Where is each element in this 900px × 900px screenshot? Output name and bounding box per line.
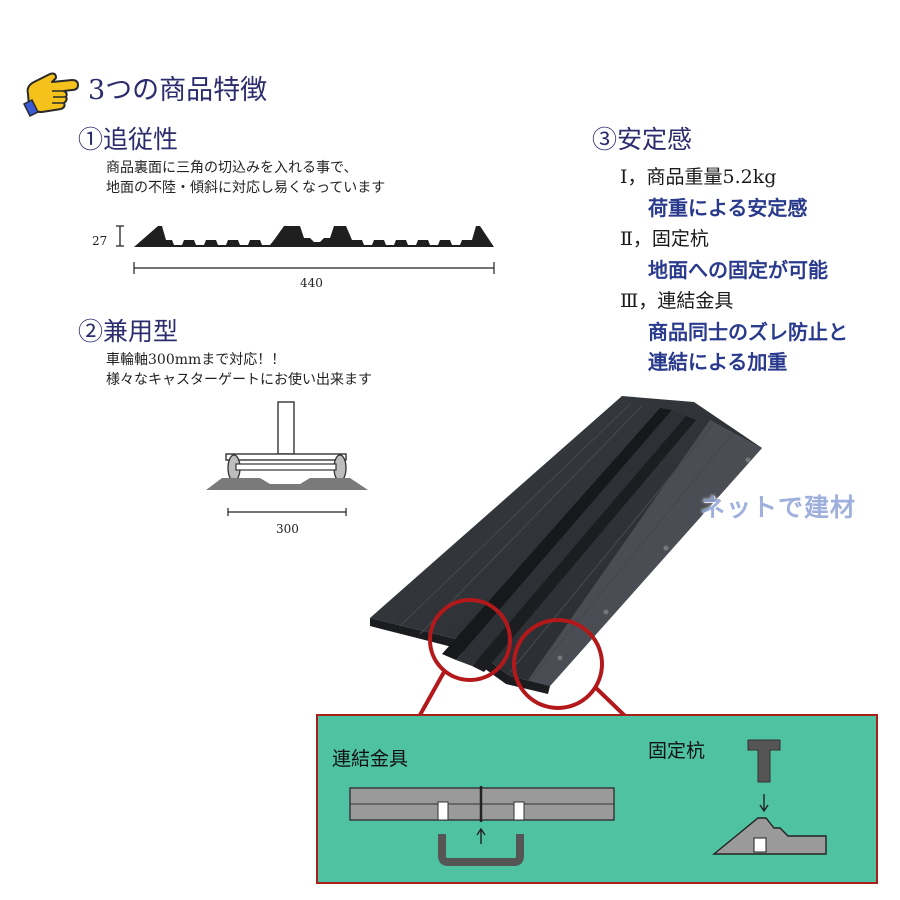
- feature3-item-1-sub: 荷重による安定感: [648, 196, 808, 220]
- feature2-heading: ②兼用型: [78, 317, 179, 346]
- stake-diagram: [712, 739, 827, 855]
- feature2-line-2: 様々なキャスターゲートにお使い出来ます: [106, 372, 372, 388]
- width-dimension-label: 440: [300, 276, 323, 290]
- feature3-item-3-sub-2: 連結による加重: [648, 350, 788, 374]
- feature3-item-3-sub-1: 商品同士のズレ防止と: [648, 320, 848, 344]
- height-dimension-label: 27: [92, 234, 108, 248]
- product-photo: [370, 396, 762, 694]
- pointing-hand-icon: [22, 72, 79, 118]
- cross-section-profile: [116, 225, 495, 274]
- feature1-heading: ①追従性: [78, 125, 179, 154]
- stake-label: 固定杭: [648, 740, 706, 762]
- connector-label: 連結金具: [332, 748, 409, 770]
- feature1-line-1: 商品裏面に三角の切込みを入れる事で、: [106, 160, 358, 176]
- arrow-down-icon: [759, 794, 769, 813]
- detail-panel: 連結金具 固定杭: [316, 714, 878, 884]
- feature3-item-3-label: Ⅲ，連結金具: [620, 290, 734, 312]
- feature3-heading: ③安定感: [592, 125, 693, 154]
- connector-diagram: [349, 786, 615, 866]
- page-title: 3つの商品特徴: [88, 75, 268, 106]
- feature3-item-2-label: Ⅱ，固定杭: [620, 228, 709, 250]
- arrow-up-icon: [476, 827, 486, 844]
- feature1-line-2: 地面の不陸・傾斜に対応し易くなっています: [106, 180, 386, 196]
- wheel-axle-diagram: [206, 401, 368, 516]
- watermark-text: ネットで建材: [700, 493, 857, 522]
- feature2-line-1: 車輪軸300mmまで対応！！: [106, 352, 286, 368]
- axle-width-label: 300: [276, 522, 299, 536]
- feature3-item-2-sub: 地面への固定が可能: [648, 258, 828, 282]
- feature3-item-1-label: Ⅰ，商品重量5.2kg: [620, 166, 777, 188]
